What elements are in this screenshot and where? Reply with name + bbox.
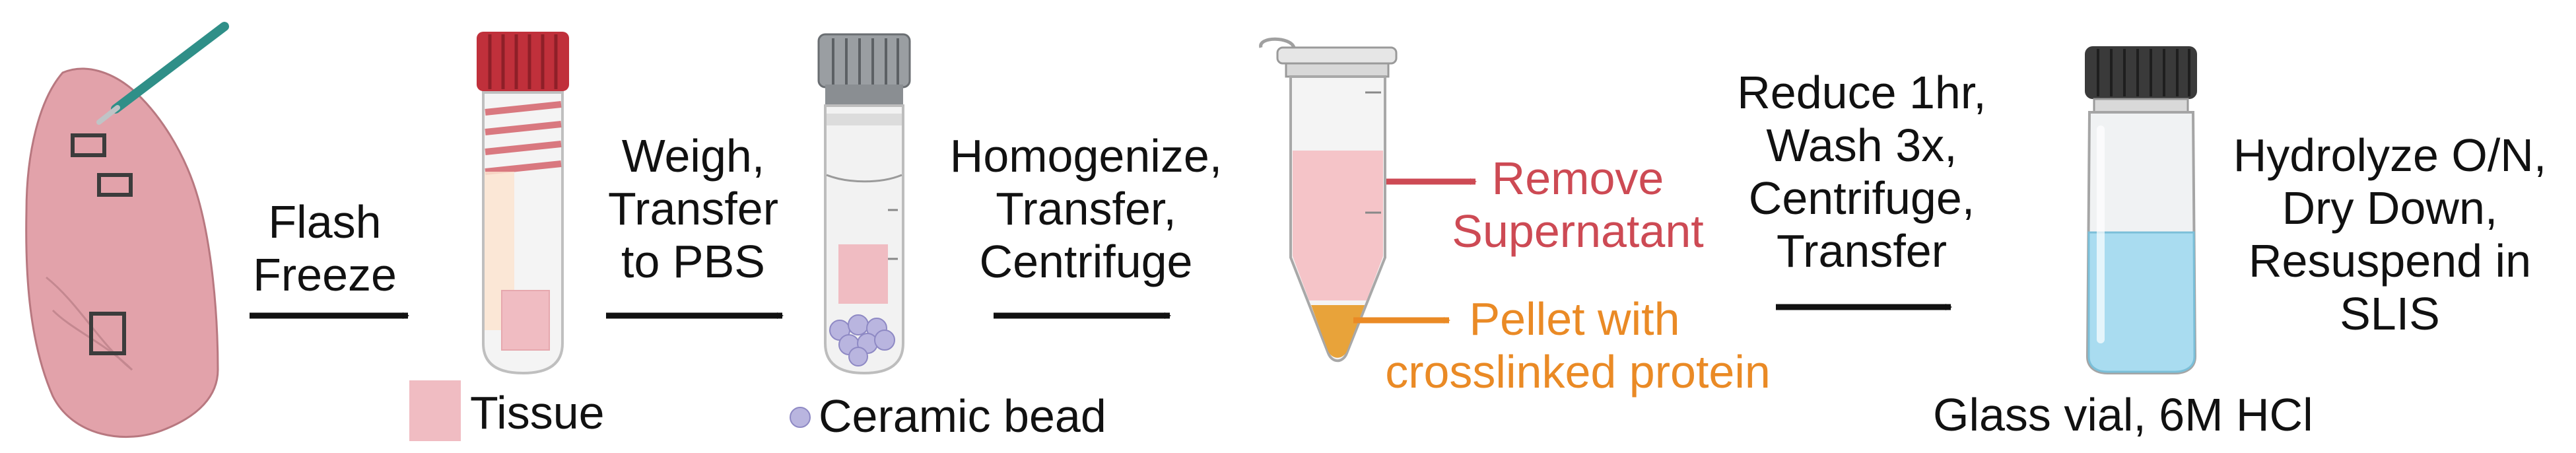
- bead-legend-label: Ceramic bead: [819, 390, 1106, 442]
- step-hydrolyze-label: Hydrolyze O/N, Dry Down, Resuspend in SL…: [2225, 129, 2555, 340]
- label-line: Remove: [1491, 153, 1664, 204]
- step-flash-freeze-label: Flash Freeze: [246, 195, 404, 301]
- step-line: Wash 3x,: [1766, 120, 1957, 171]
- step-line: Transfer: [1776, 225, 1948, 277]
- glass-vial-icon: [2085, 46, 2197, 374]
- scalpel-icon: [96, 22, 229, 125]
- step-line: Flash: [268, 196, 382, 248]
- step-line: Dry Down,: [2282, 182, 2498, 234]
- sample-region-box: [71, 133, 106, 157]
- step-line: Freeze: [253, 249, 397, 300]
- step-line: Hydrolyze O/N,: [2233, 129, 2547, 181]
- tissue-legend-swatch: [409, 380, 461, 441]
- sample-region-box: [97, 173, 133, 197]
- step-line: Transfer,: [996, 183, 1176, 234]
- sample-region-box: [89, 312, 126, 355]
- label-line: Supernatant: [1452, 205, 1704, 257]
- step-line: Centrifuge,: [1748, 172, 1975, 224]
- step-line: Weigh,: [621, 130, 765, 182]
- tissue-legend-label: Tissue: [470, 387, 605, 438]
- step-line: Reduce 1hr,: [1737, 67, 1986, 118]
- tube-with-tissue-icon: [477, 32, 569, 375]
- step-homogenize-label: Homogenize, Transfer, Centrifuge: [934, 129, 1238, 288]
- microcentrifuge-tube-icon: [1259, 37, 1398, 363]
- step-weigh-label: Weigh, Transfer to PBS: [597, 129, 789, 288]
- step-line: Resuspend in: [2248, 235, 2532, 287]
- label-line: crosslinked protein: [1385, 346, 1771, 398]
- lung-icon: [25, 67, 219, 438]
- step-line: Transfer: [607, 183, 779, 234]
- step-line: Homogenize,: [949, 130, 1223, 182]
- step-reduce-label: Reduce 1hr, Wash 3x, Centrifuge, Transfe…: [1730, 66, 1994, 277]
- tube-with-beads-icon: [817, 33, 911, 375]
- remove-supernatant-label: Remove Supernatant: [1439, 152, 1716, 258]
- step-line: Centrifuge: [979, 236, 1193, 287]
- label-line: Pellet with: [1469, 293, 1680, 345]
- step-line: to PBS: [621, 236, 765, 287]
- vial-legend-label: Glass vial, 6M HCl: [1933, 389, 2313, 440]
- pellet-label: Pellet with crosslinked protein: [1367, 293, 1789, 398]
- bead-legend-swatch: [790, 407, 811, 428]
- step-line: SLIS: [2340, 288, 2440, 339]
